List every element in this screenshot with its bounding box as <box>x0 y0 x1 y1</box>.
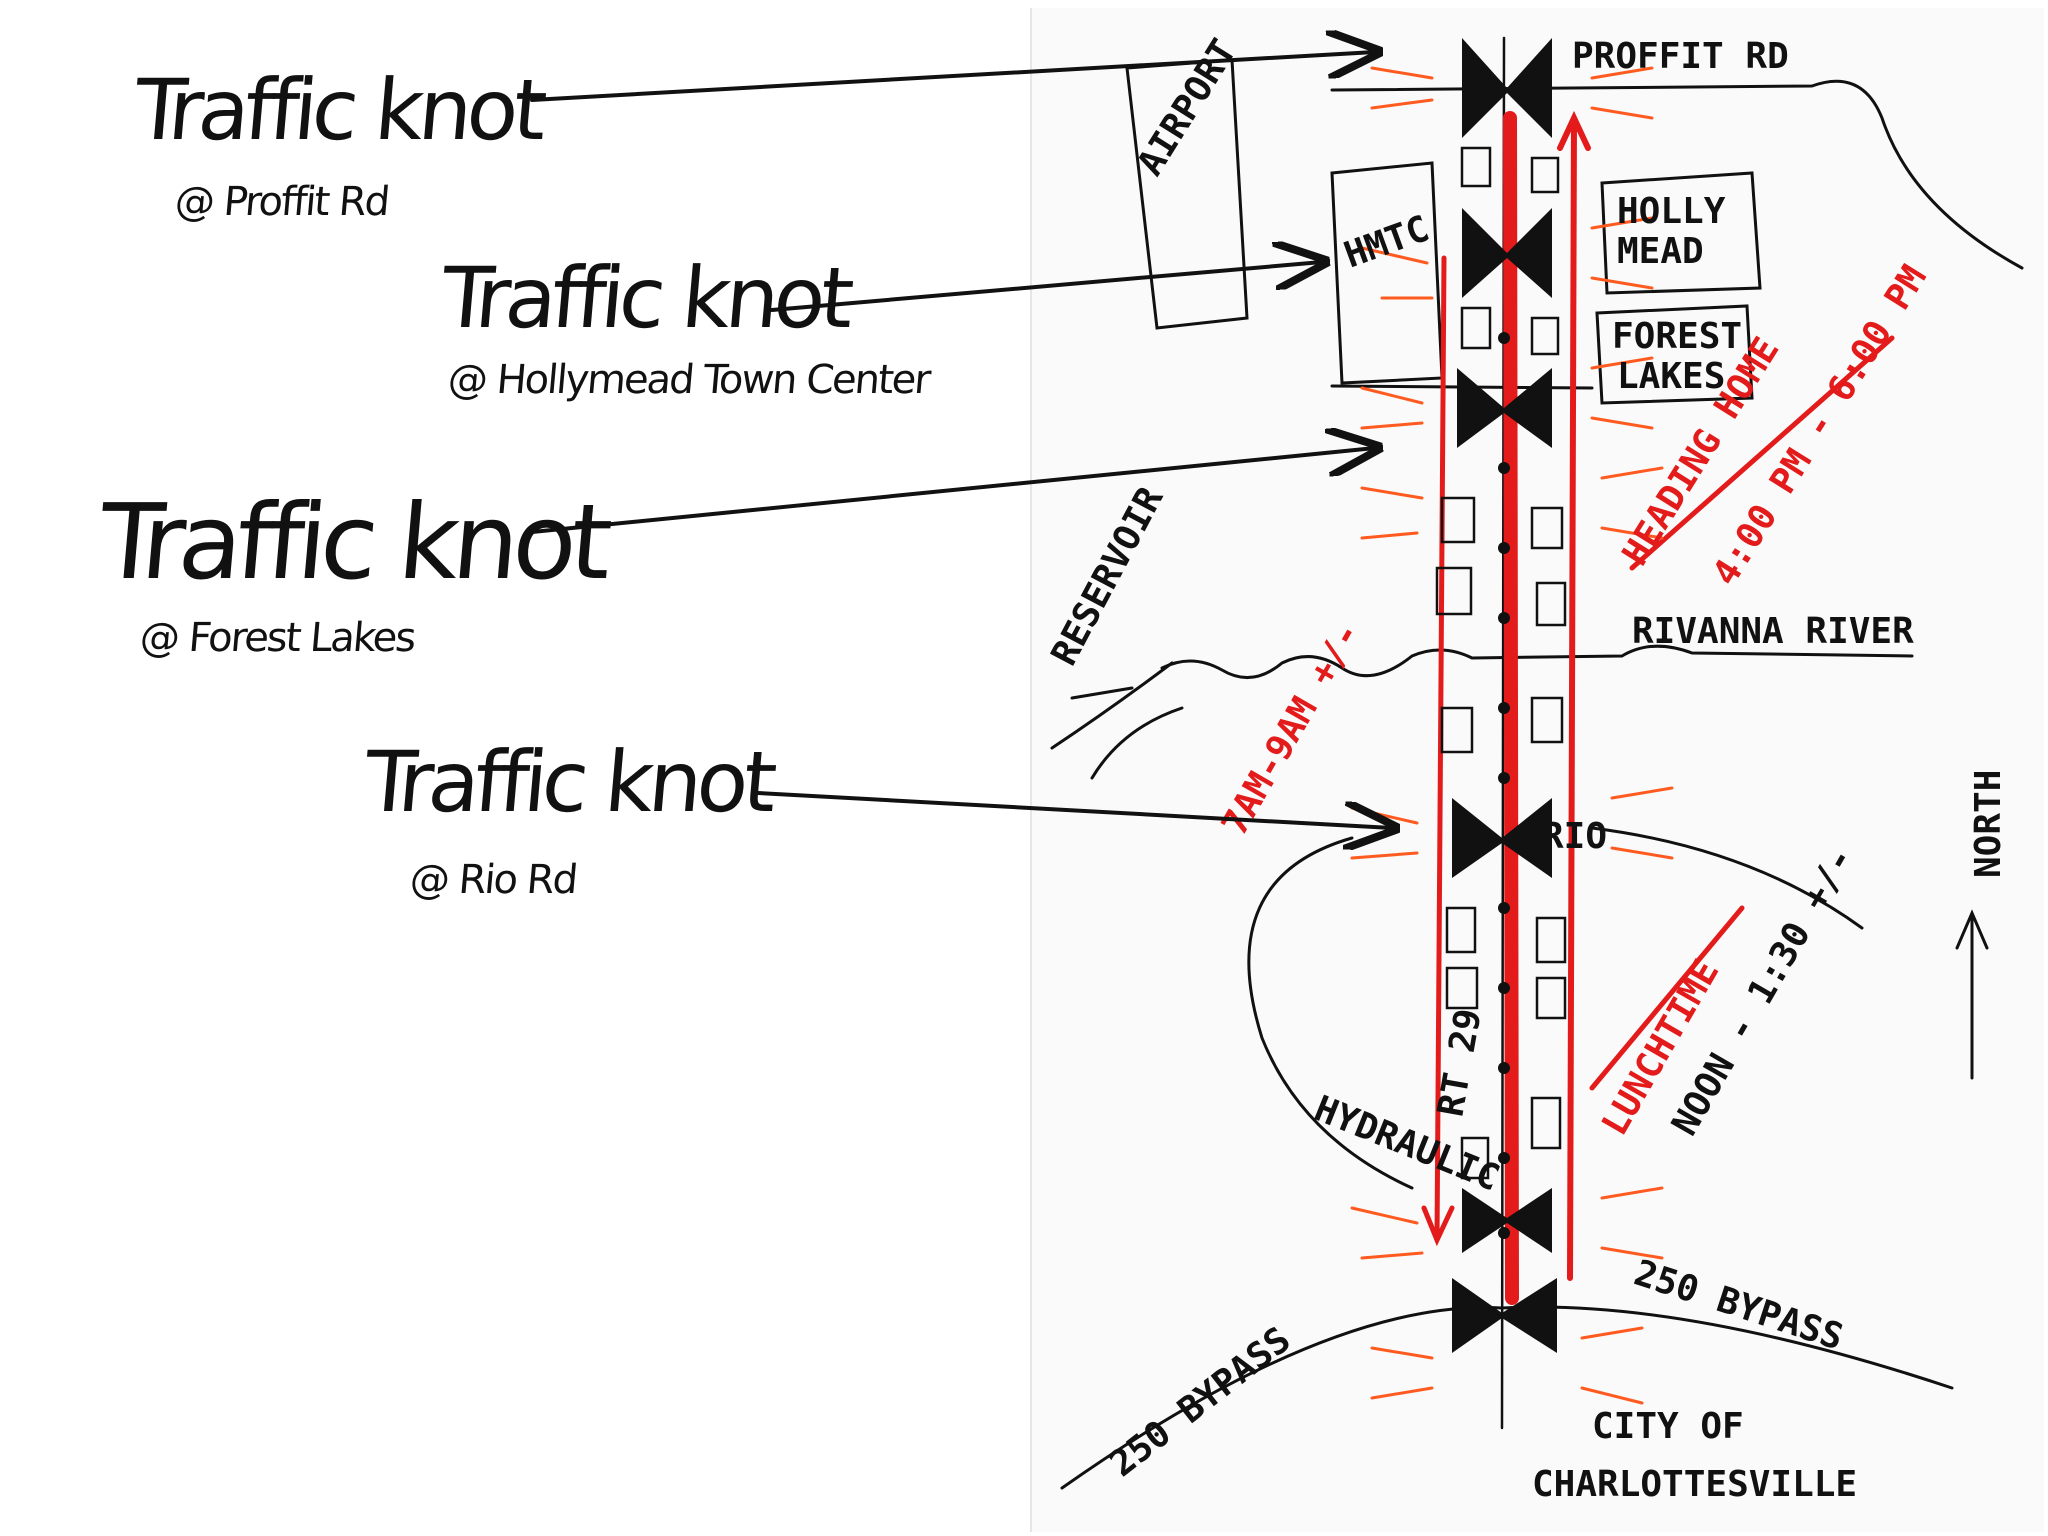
red-corridor-main <box>1503 111 1519 1305</box>
callout-subtitle-rio: @ Rio Rd <box>407 857 579 903</box>
heading-home-underline <box>1629 335 1895 571</box>
north-arrow-line <box>1955 909 1989 1080</box>
label-reservoir: RESERVOIR <box>1044 480 1172 672</box>
reservoir-shore <box>1050 661 1184 780</box>
callout-subtitle-proffit: @ Proffit Rd <box>172 179 391 225</box>
knot-proffit <box>1462 38 1552 138</box>
label-bypass-left: 250 BYPASS <box>1102 1319 1298 1485</box>
knot-bypass <box>1452 1278 1557 1353</box>
holly-mead-box <box>1600 171 1762 295</box>
red-arrow-up-right <box>1557 110 1591 1281</box>
callout-subtitle-forest-lakes: @ Forest Lakes <box>137 615 417 661</box>
sketch-map: PROFFIT RD AIRPORT HMTC HOLLY MEAD FORES… <box>1030 8 2044 1532</box>
hmtc-box <box>1330 161 1444 385</box>
label-rio: RIO <box>1542 816 1607 857</box>
label-mead: MEAD <box>1617 231 1704 272</box>
label-proffit-rd: PROFFIT RD <box>1572 36 1789 77</box>
lunch-underline <box>1589 905 1745 1091</box>
label-north: NORTH <box>1968 770 2009 878</box>
knot-hmtc <box>1462 208 1552 298</box>
label-forest: FOREST <box>1612 316 1742 357</box>
label-hmtc: HMTC <box>1339 208 1434 276</box>
proffit-road-line <box>1330 79 2024 270</box>
label-rivanna-river: RIVANNA RIVER <box>1632 611 1914 652</box>
knot-hydraulic <box>1462 1188 1552 1253</box>
red-arrow-down-left <box>1421 255 1455 1247</box>
label-lakes: LAKES <box>1617 356 1725 397</box>
car-queue <box>1435 146 1567 1180</box>
label-bypass-right: 250 BYPASS <box>1629 1253 1848 1359</box>
callout-title-forest-lakes: Traffic knot <box>94 481 611 603</box>
callout-title-hollymead: Traffic knot <box>437 249 853 347</box>
car-dots <box>1498 332 1510 1239</box>
rio-road-loop <box>1247 826 1864 1190</box>
label-morning-time: 7AM-9AM +/- <box>1214 616 1369 843</box>
label-airport: AIRPORT <box>1130 32 1245 182</box>
forest-lakes-box <box>1595 304 1754 405</box>
knot-markers <box>1452 38 1557 1353</box>
callout-subtitle-hollymead: @ Hollymead Town Center <box>445 357 931 403</box>
route-29-sketch: PROFFIT RD AIRPORT HMTC HOLLY MEAD FORES… <box>1044 32 2024 1505</box>
knot-rio <box>1452 798 1552 878</box>
label-charlottesville: CHARLOTTESVILLE <box>1532 1464 1857 1505</box>
knot-forest-lakes <box>1457 368 1552 448</box>
label-city-of: CITY OF <box>1592 1406 1744 1447</box>
callout-title-rio: Traffic knot <box>360 733 776 831</box>
callout-title-proffit: Traffic knot <box>130 61 546 159</box>
label-holly: HOLLY <box>1617 191 1726 232</box>
rivanna-river <box>1160 644 1914 680</box>
